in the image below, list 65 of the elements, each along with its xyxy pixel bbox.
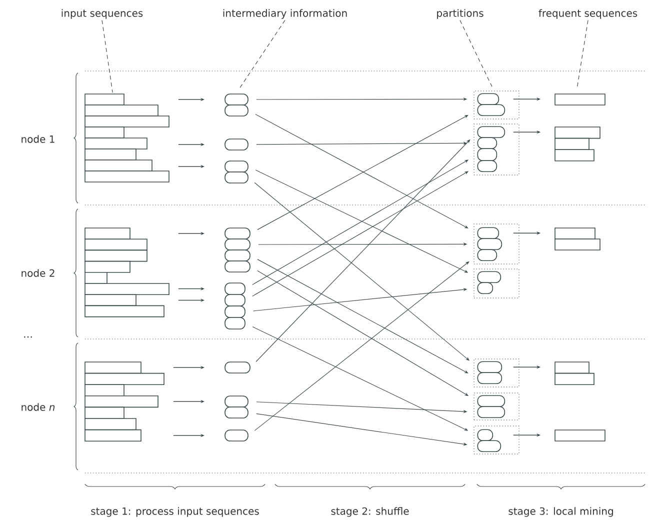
leader-line	[576, 20, 588, 89]
pill	[224, 396, 248, 408]
callout-label: frequent sequences	[538, 9, 638, 19]
pill	[224, 294, 246, 306]
pill	[477, 372, 502, 384]
pill	[477, 282, 494, 294]
pill	[224, 94, 248, 106]
pill	[224, 430, 248, 442]
partition-box	[474, 224, 520, 264]
partition-box	[474, 90, 520, 120]
partition-box	[474, 392, 520, 420]
bar-stack	[84, 94, 170, 182]
stage-label: stage 1: process input sequences	[91, 507, 259, 517]
leader-line	[240, 20, 286, 88]
pill	[224, 362, 250, 374]
pill	[477, 160, 498, 172]
pill	[477, 93, 500, 106]
callout-label: partitions	[437, 9, 484, 19]
bar-stack	[554, 430, 606, 442]
pill	[224, 172, 248, 184]
pill	[224, 250, 250, 262]
pill	[477, 227, 500, 240]
bar-stack	[84, 228, 170, 318]
pill	[477, 104, 506, 116]
pill	[224, 317, 246, 330]
pill	[224, 228, 250, 240]
pill	[224, 306, 246, 318]
callout-label: input sequences	[62, 9, 143, 19]
pill	[477, 429, 494, 442]
leader-line	[102, 20, 113, 93]
pill	[224, 282, 246, 295]
pill	[224, 138, 248, 150]
pill	[224, 104, 248, 116]
pill	[477, 440, 502, 452]
section-label: node 2	[22, 269, 54, 277]
callout-label: intermediary information	[223, 9, 347, 19]
pill	[477, 126, 506, 138]
pill	[477, 249, 498, 262]
pill	[477, 238, 502, 250]
partition-box	[474, 124, 520, 176]
pill	[224, 260, 250, 272]
bar-stack	[554, 228, 600, 250]
partition-box	[474, 358, 520, 388]
pill	[224, 160, 248, 172]
stage-label: stage 2: shuffle	[331, 507, 409, 517]
pill	[224, 238, 250, 250]
section-label: node 1	[22, 135, 54, 143]
pill	[477, 148, 498, 162]
bar-stack	[554, 362, 594, 385]
partition-box	[474, 268, 520, 298]
arrow	[257, 259, 468, 374]
section-label: node n	[22, 403, 55, 411]
pill	[477, 406, 506, 418]
pill	[477, 271, 502, 284]
leader-line	[460, 20, 492, 87]
pill	[477, 137, 498, 150]
pill	[477, 395, 506, 408]
stage-label: stage 3: local mining	[508, 507, 613, 517]
partition-box	[474, 426, 520, 454]
bar-stack	[84, 362, 164, 442]
ellipsis-label: …	[24, 336, 32, 338]
bar-stack	[554, 126, 600, 162]
pill	[477, 361, 502, 374]
pill	[224, 406, 248, 418]
bar-stack	[554, 94, 606, 106]
